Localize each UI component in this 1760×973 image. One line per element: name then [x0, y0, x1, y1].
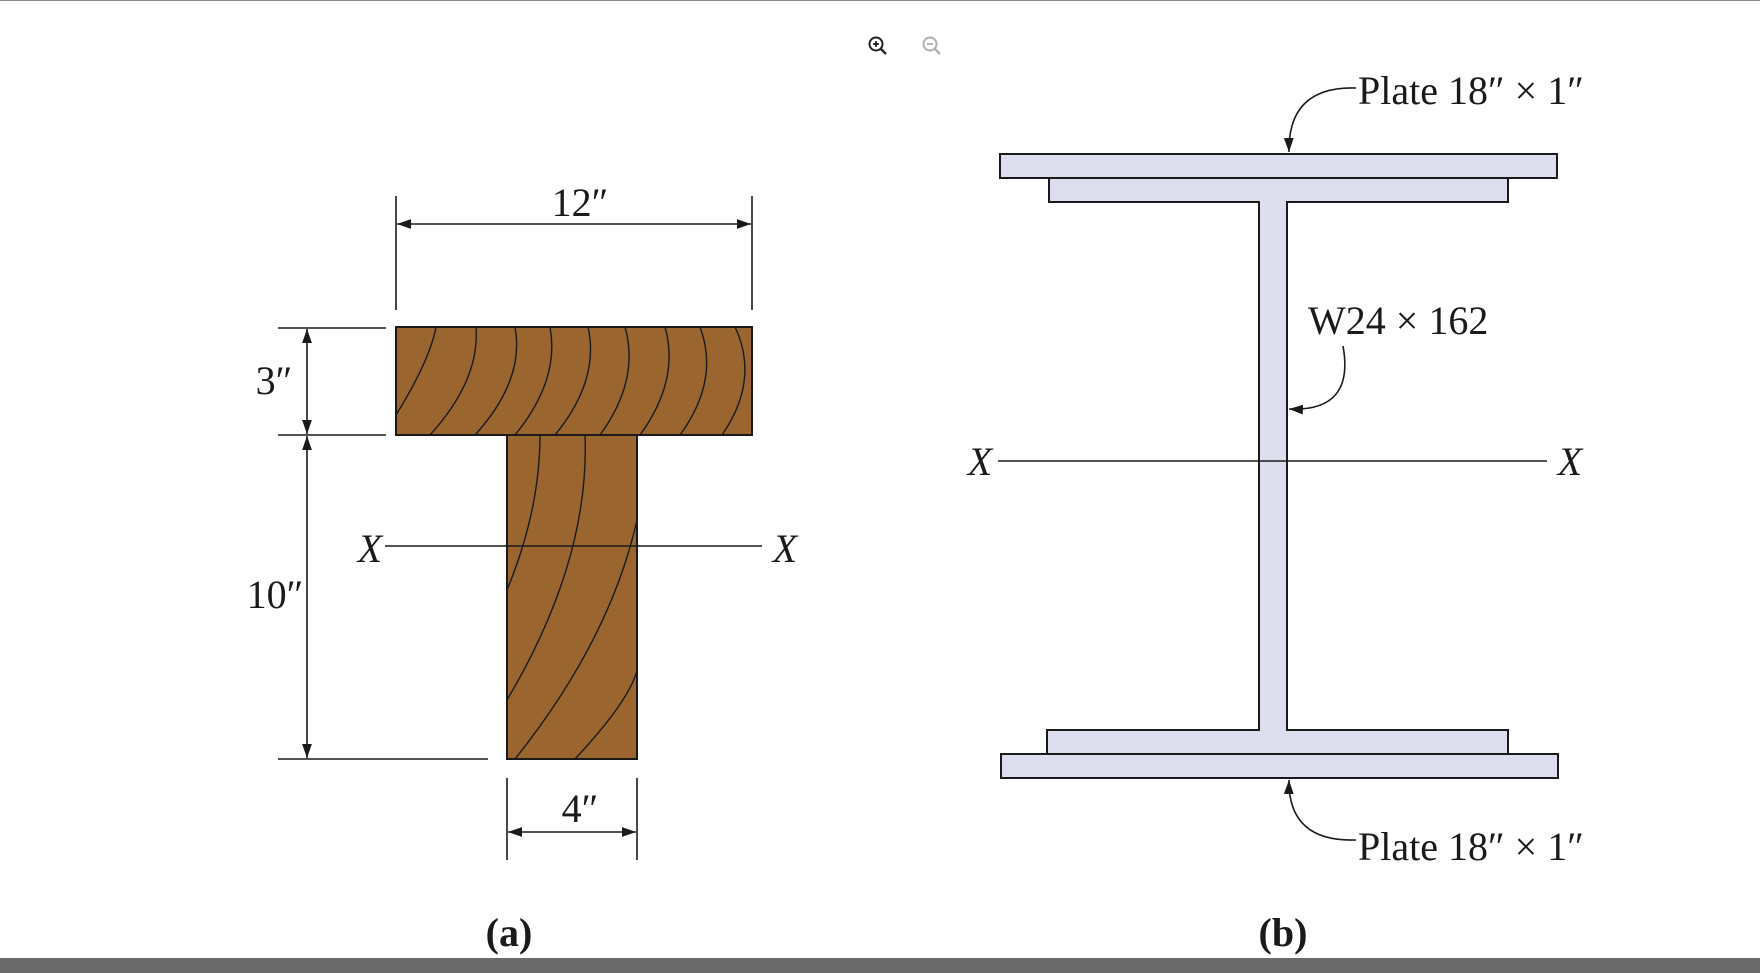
- leader-bottom-plate: Plate 18″ × 1″: [1283, 779, 1584, 869]
- w-shape-beam: [1046, 177, 1509, 755]
- beam-label: W24 × 162: [1308, 298, 1488, 343]
- t-stem: [506, 434, 638, 760]
- stem-width-label: 4″: [562, 786, 599, 831]
- dimension-heights: 3″ 10″: [247, 327, 488, 760]
- axis-b-left-label: X: [966, 439, 994, 484]
- stem-wood-grain: [507, 435, 637, 759]
- neutral-axis-a: X X: [356, 526, 799, 571]
- caption-b: (b): [1259, 910, 1308, 955]
- top-plate-label: Plate 18″ × 1″: [1358, 68, 1584, 113]
- dimension-stem-width: 4″: [506, 778, 638, 860]
- top-cover-plate: [999, 153, 1558, 179]
- bottom-cover-plate: [1000, 753, 1559, 779]
- zoom-out-icon: [922, 36, 941, 55]
- top-border: [0, 0, 1760, 1]
- leader-top-plate: Plate 18″ × 1″: [1283, 68, 1584, 153]
- zoom-in-button[interactable]: [866, 34, 890, 58]
- axis-a-left-label: X: [356, 526, 384, 571]
- axis-a-right-label: X: [771, 526, 799, 571]
- leader-beam: W24 × 162: [1288, 298, 1488, 415]
- caption-a: (a): [486, 910, 533, 955]
- bottom-plate-label: Plate 18″ × 1″: [1358, 824, 1584, 869]
- timber-t-section: [395, 326, 753, 760]
- flange-width-label: 12″: [552, 180, 609, 225]
- zoom-out-button[interactable]: [920, 34, 944, 58]
- t-flange: [395, 326, 753, 436]
- axis-b-right-label: X: [1556, 439, 1584, 484]
- bottom-scrollbar[interactable]: [0, 958, 1760, 973]
- stem-height-label: 10″: [247, 572, 304, 617]
- steel-built-up-section: [999, 153, 1559, 779]
- neutral-axis-b: X X: [966, 439, 1584, 484]
- dimension-flange-width: 12″: [395, 180, 753, 310]
- zoom-in-icon: [868, 36, 887, 55]
- flange-thickness-label: 3″: [256, 358, 293, 403]
- flange-wood-grain: [396, 327, 746, 435]
